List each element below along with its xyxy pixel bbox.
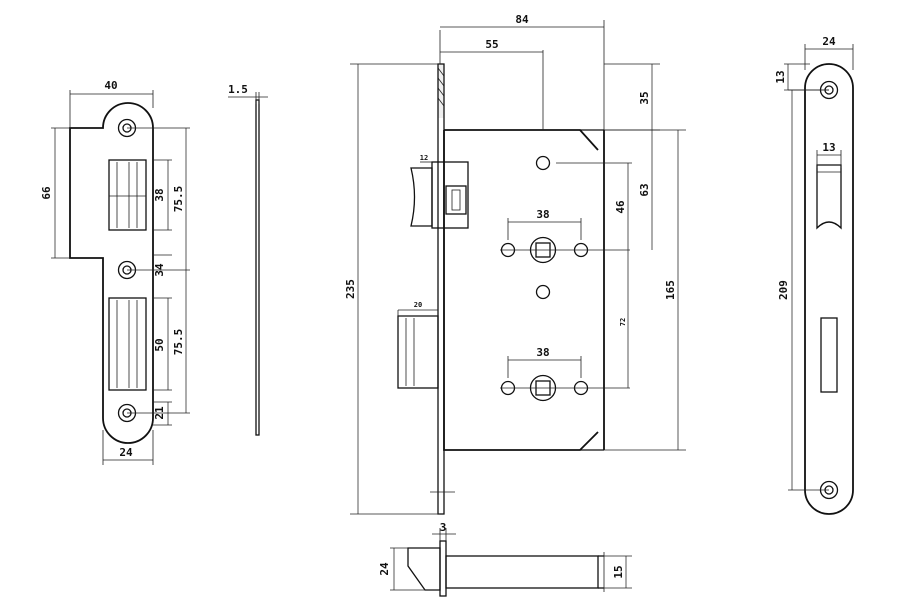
dim-bolt-width: 20 [414,301,422,309]
upper-handle-follower [500,218,630,264]
dim-total-depth: 84 [515,13,529,26]
bolt-bar [445,555,599,589]
dim-plate-thickness: 3 [440,521,447,534]
dim-deadbolt-slot: 50 [153,338,166,351]
dim-bottom-width: 24 [119,446,133,459]
dead-bolt [397,309,439,389]
lock-body-view: 12 20 38 [344,13,686,515]
plate-side-profile: 1.5 [228,83,268,436]
latch-slot [108,159,147,231]
middle-guide-hole [535,284,551,300]
dim-latch-slot: 38 [153,188,166,201]
dim-upper-span: 75.5 [172,186,185,213]
top-guide-hole [535,155,551,171]
dim-faceplate-length: 209 [777,280,790,300]
dim-follower-to-cylinder: 63 [638,183,651,196]
dim-total-height: 235 [344,279,357,299]
dim-top-width: 40 [104,79,117,92]
wall-section [438,64,444,118]
dim-follower-offset: 46 [614,200,627,214]
dim-upper-handle-spacing: 38 [536,208,549,221]
dim-screw-gap: 34 [153,263,166,277]
deadbolt-slot [108,297,147,391]
faceplate-bolt-opening [820,317,838,393]
bottom-bolt-view: 3 24 15 [378,521,632,597]
strike-plate-outline [69,102,154,444]
dim-thickness: 1.5 [228,83,248,96]
faceplate-latch-opening [816,164,842,230]
dim-case-height: 165 [664,280,677,300]
dim-upper-height: 66 [40,186,53,200]
dim-latch-throw: 12 [420,154,428,162]
dim-faceplate-width: 24 [822,35,836,48]
dim-top-offset: 35 [638,91,651,104]
dim-bar-height: 15 [612,565,625,578]
latch-bolt [410,161,469,229]
dim-hole-spacing: 72 [619,318,627,326]
dim-faceplate-slot-width: 13 [822,141,835,154]
dim-lower-handle-spacing: 38 [536,346,549,359]
dim-lower-span: 75.5 [172,329,185,356]
faceplate-outline [804,63,854,515]
lower-handle-follower [500,356,630,402]
dim-backset: 55 [485,38,498,51]
strike-plate-view: 40 66 38 75.5 34 50 75.5 21 24 [40,79,190,465]
dim-faceplate-top-offset: 13 [774,70,787,83]
dim-bolt-height: 24 [378,562,391,576]
dim-bottom-gap: 21 [153,406,166,420]
faceplate-view: 24 13 13 209 [774,35,854,515]
